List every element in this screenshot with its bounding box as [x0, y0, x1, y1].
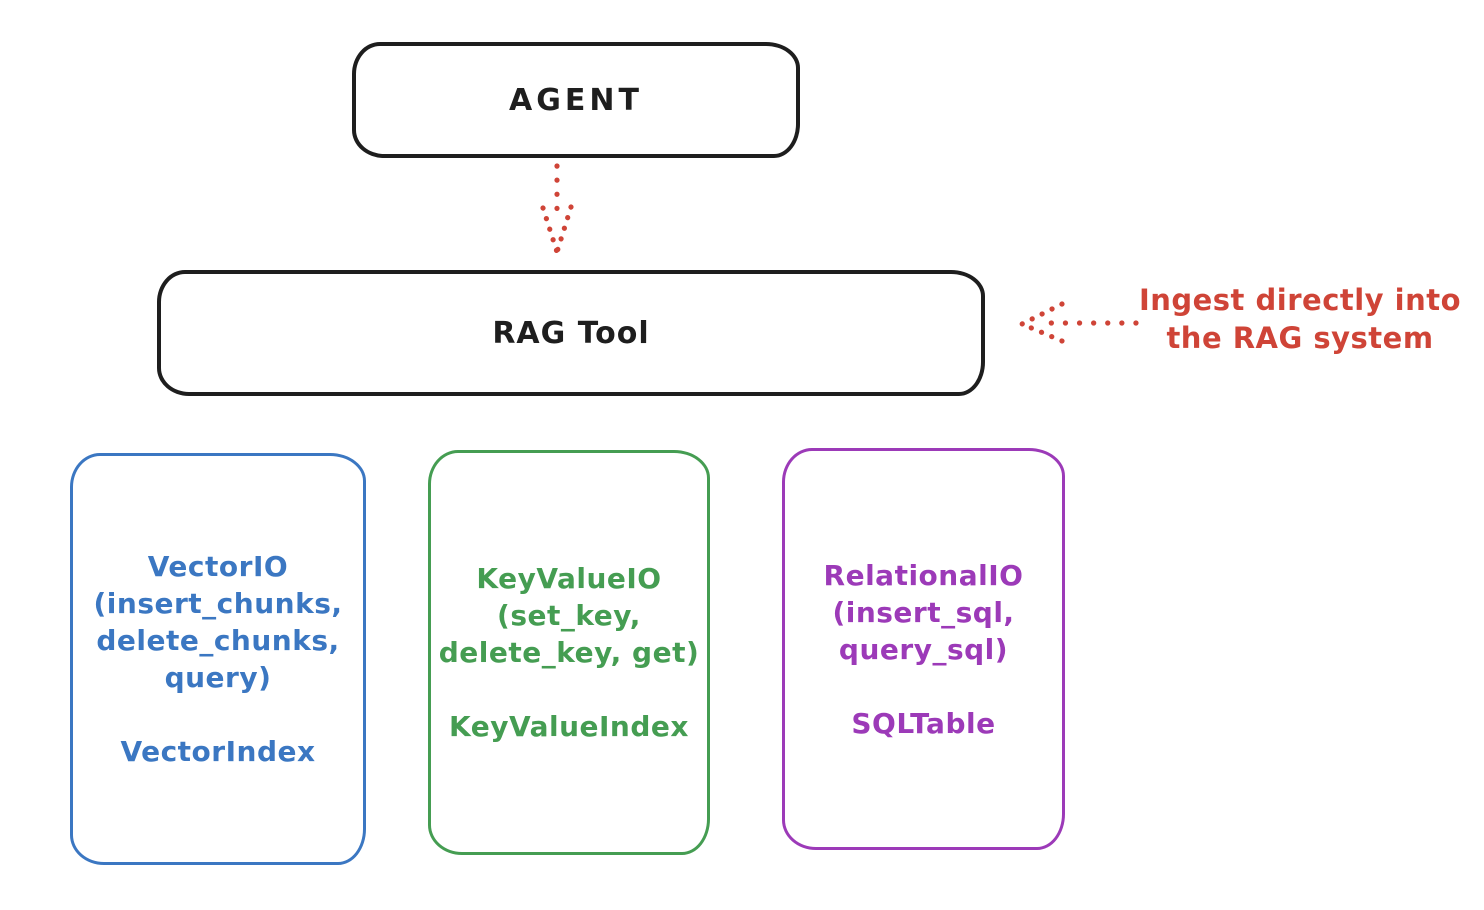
arrow-agent-to-rag-tool-icon [540, 163, 574, 255]
relational-io-line: (insert_sql, [832, 595, 1015, 629]
node-agent: AGENT [352, 42, 800, 158]
ingest-annotation-line: Ingest directly into [1138, 283, 1462, 317]
vector-io-line: delete_chunks, [96, 624, 340, 657]
node-vector-io: VectorIO (insert_chunks, delete_chunks, … [70, 453, 366, 865]
node-rag-tool: RAG Tool [157, 270, 985, 396]
vector-io-line: VectorIO [147, 550, 289, 583]
relational-io-line: query_sql) [838, 632, 1009, 666]
agent-label: AGENT [509, 82, 643, 118]
vector-io-line: (insert_chunks, [93, 587, 343, 620]
sql-table-label: SQLTable [851, 706, 996, 740]
ingest-annotation-line: the RAG system [1166, 321, 1434, 355]
key-value-index-label: KeyValueIndex [449, 710, 689, 743]
key-value-io-line: (set_key, [497, 599, 641, 632]
rag-tool-label: RAG Tool [492, 315, 650, 351]
key-value-io-line: delete_key, get) [438, 636, 700, 669]
node-relational-io: RelationalIO (insert_sql, query_sql) SQL… [782, 448, 1065, 850]
node-key-value-io: KeyValueIO (set_key, delete_key, get) Ke… [428, 450, 710, 855]
vector-io-line: query) [164, 661, 272, 694]
arrow-ingest-into-rag-icon [1019, 301, 1139, 344]
key-value-io-line: KeyValueIO [476, 562, 662, 595]
relational-io-line: RelationalIO [823, 558, 1024, 592]
ingest-annotation: Ingest directly into the RAG system [1120, 281, 1480, 357]
vector-index-label: VectorIndex [120, 735, 316, 768]
